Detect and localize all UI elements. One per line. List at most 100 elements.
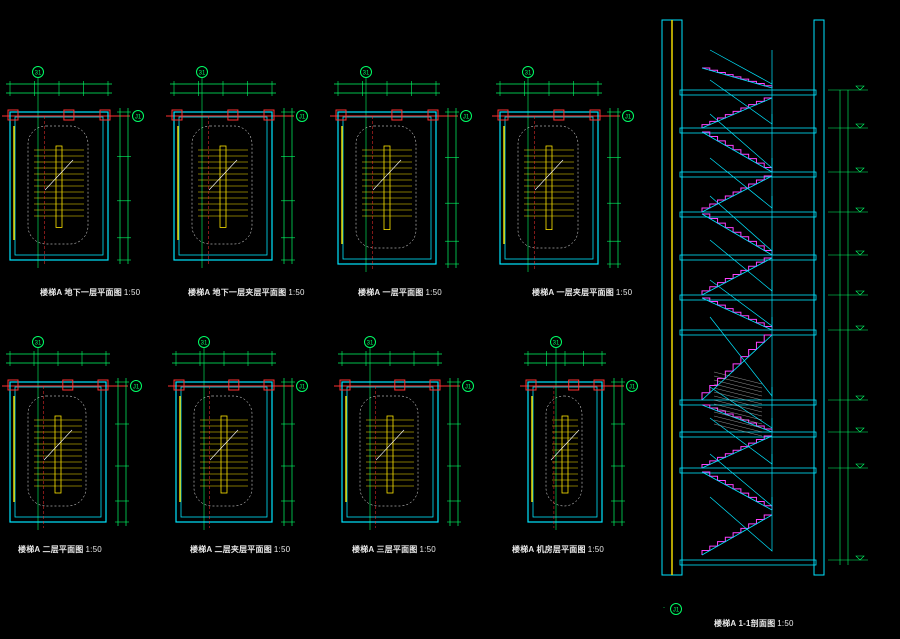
column-right [593, 379, 605, 391]
section-hatch [713, 419, 763, 433]
svg-text:31: 31 [201, 341, 208, 347]
section-hatch [713, 375, 763, 389]
wall-outer [9, 111, 109, 261]
axis-bubble-top: 31 [522, 66, 534, 78]
svg-text:31: 31 [199, 71, 206, 77]
wall-outer [337, 111, 437, 265]
svg-text:J1: J1 [463, 115, 470, 121]
column-right [99, 109, 111, 121]
column-left [171, 109, 183, 121]
stair-path-outline [545, 395, 583, 507]
walk-direction-arrow [534, 159, 564, 191]
column-right [427, 109, 439, 121]
column-middle [228, 379, 240, 391]
stair-path-outline [355, 125, 417, 249]
stair-steps [702, 297, 773, 330]
svg-text:31: 31 [35, 71, 42, 77]
axis-bubble-side: J1 [130, 380, 142, 392]
wall-outer [173, 111, 273, 261]
level-mark [855, 167, 865, 173]
wall-inner [14, 116, 104, 256]
axis-bubble-side: J1 [626, 380, 638, 392]
stair-steps [701, 97, 772, 128]
stair-slab [701, 334, 773, 401]
level-mark [855, 250, 865, 256]
section-hatch [713, 395, 763, 409]
section-wall-right [813, 19, 825, 576]
level-mark [855, 207, 865, 213]
stair-slab [701, 97, 773, 129]
walk-direction-arrow [44, 159, 74, 191]
column-left [335, 109, 347, 121]
stair-steps [701, 175, 772, 212]
section-stair-flight [701, 239, 773, 296]
section-floor-slab [679, 171, 817, 178]
axis-bubble-top: 31 [364, 336, 376, 348]
handrail-outline [709, 239, 773, 292]
section-hatch [713, 403, 763, 417]
svg-text:31: 31 [525, 71, 532, 77]
stair-path-outline [359, 395, 419, 507]
section-floor-slab [679, 89, 817, 96]
section-hatch [713, 423, 763, 437]
section-hatch [713, 387, 763, 401]
axis-bubble-top: 31 [32, 66, 44, 78]
walk-direction-arrow [43, 429, 73, 461]
wall-inner [14, 386, 102, 518]
svg-text:J1: J1 [673, 608, 680, 614]
section-floor-slab [679, 254, 817, 261]
wall-inner [342, 116, 432, 260]
wall-inner [178, 116, 268, 256]
stair-steps [701, 435, 772, 468]
stair-steps [701, 334, 772, 400]
column-left [339, 379, 351, 391]
section-floor-slab [679, 127, 817, 134]
axis-bubble-side: J1 [462, 380, 474, 392]
stair-well-handrail [545, 145, 553, 230]
walk-direction-arrow [375, 429, 405, 461]
section-axis-bubble: J1 [670, 603, 682, 615]
axis-bubble-top: 31 [360, 66, 372, 78]
wall-inner [346, 386, 434, 518]
svg-text:31: 31 [367, 341, 374, 347]
stair-well-handrail [561, 415, 569, 494]
stair-steps [702, 471, 773, 510]
section-hatch [713, 407, 763, 421]
axis-bubble-side: J1 [296, 110, 308, 122]
section-floor-slab [679, 294, 817, 301]
section-hatch [713, 371, 763, 385]
section-stair-flight [701, 195, 773, 256]
section-stair-flight [701, 496, 773, 556]
section-hatch [713, 391, 763, 405]
stair-slab [701, 257, 773, 296]
svg-text:31: 31 [553, 341, 560, 347]
walk-direction-arrow [550, 429, 580, 461]
level-mark [855, 395, 865, 401]
section-hatch [713, 415, 763, 429]
level-mark [855, 123, 865, 129]
stair-slab [701, 213, 773, 256]
stair-path-outline [193, 395, 253, 507]
walk-direction-arrow [209, 429, 239, 461]
section-stair-flight [701, 49, 773, 89]
stair-slab [701, 514, 773, 556]
axis-bubble-side: J1 [296, 380, 308, 392]
column-left [173, 379, 185, 391]
stair-well-handrail [220, 415, 228, 494]
axis-bubble-top: 31 [32, 336, 44, 348]
section-hatch [713, 379, 763, 393]
level-mark [855, 463, 865, 469]
svg-text:J1: J1 [135, 115, 142, 121]
svg-text:J1: J1 [465, 385, 472, 391]
column-right [97, 379, 109, 391]
section-floor-slab [679, 467, 817, 474]
stair-well-handrail [55, 145, 63, 228]
